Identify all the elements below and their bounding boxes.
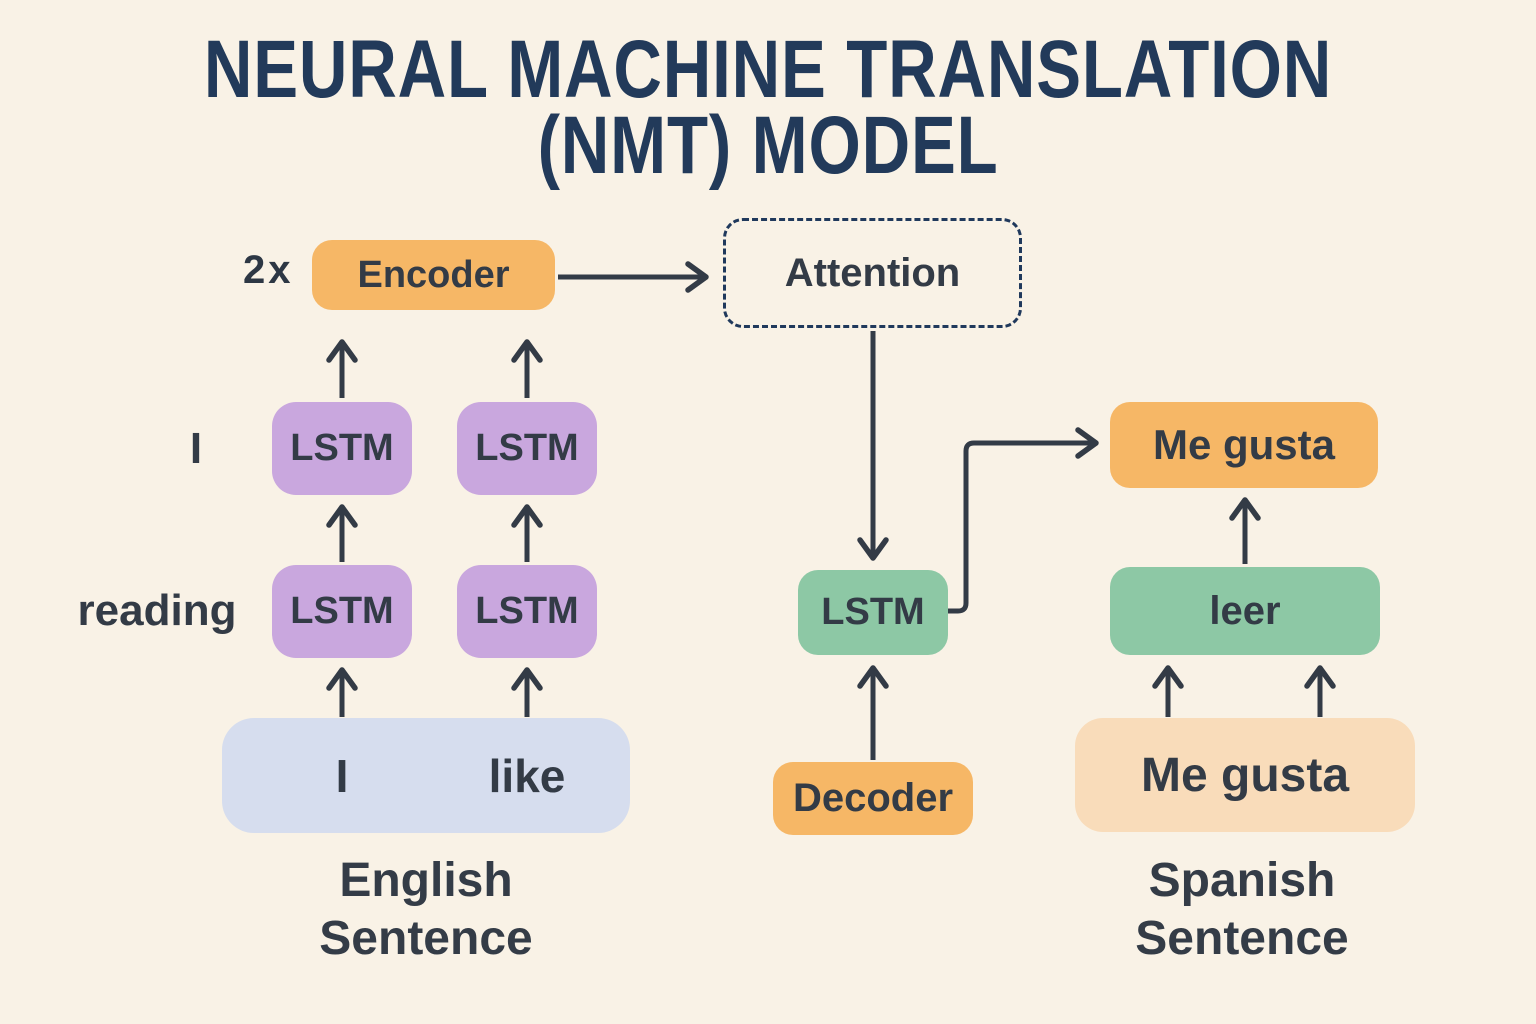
decoder-box: Decoder bbox=[773, 762, 973, 835]
encoder-box: Encoder bbox=[312, 240, 555, 310]
encoder-multiplier-label: 2x bbox=[243, 248, 294, 292]
input-word-1: I bbox=[335, 749, 349, 802]
lstm-box: LSTM bbox=[272, 402, 412, 495]
english-input-box: I like bbox=[222, 718, 630, 833]
output-word-box: Me gusta bbox=[1110, 402, 1378, 488]
lstm-label: LSTM bbox=[290, 427, 394, 469]
spanish-caption-line1: Spanish bbox=[1148, 854, 1336, 907]
word-label-row2: reading bbox=[77, 586, 237, 635]
spanish-input-word: Me gusta bbox=[1140, 748, 1350, 802]
lstm-box: LSTM bbox=[457, 402, 597, 495]
english-caption-line1: English bbox=[339, 854, 513, 907]
page-title: NEURAL MACHINE TRANSLATION (NMT) MODEL bbox=[0, 24, 1536, 191]
spanish-sentence-caption: Spanish Sentence bbox=[1135, 852, 1348, 968]
lstm-label: LSTM bbox=[475, 427, 579, 469]
lstm-label: LSTM bbox=[475, 590, 579, 632]
input-word-2: like bbox=[488, 749, 566, 802]
lstm-label: LSTM bbox=[290, 590, 394, 632]
decoder-label: Decoder bbox=[792, 776, 954, 820]
page-title-line2: (NMT) MODEL bbox=[537, 100, 999, 191]
spanish-input-box: Me gusta bbox=[1075, 718, 1415, 832]
english-sentence-caption: English Sentence bbox=[319, 852, 532, 968]
page-title-line1: NEURAL MACHINE TRANSLATION bbox=[203, 24, 1333, 115]
lstm-box: LSTM bbox=[272, 565, 412, 658]
word-label-row1: I bbox=[189, 424, 203, 473]
decoder-lstm-label: LSTM bbox=[821, 591, 925, 633]
output-word-label: Me gusta bbox=[1152, 421, 1336, 468]
attention-label: Attention bbox=[784, 250, 961, 295]
lstm-to-output-arrow bbox=[948, 427, 1099, 614]
hidden-word-label: leer bbox=[1209, 588, 1281, 633]
spanish-caption-line2: Sentence bbox=[1135, 912, 1349, 965]
lstm-box: LSTM bbox=[457, 565, 597, 658]
english-caption-line2: Sentence bbox=[319, 912, 533, 965]
attention-box: Attention bbox=[723, 218, 1022, 328]
hidden-word-box: leer bbox=[1110, 567, 1380, 655]
decoder-lstm-box: LSTM bbox=[798, 570, 948, 655]
encoder-label: Encoder bbox=[357, 253, 510, 296]
